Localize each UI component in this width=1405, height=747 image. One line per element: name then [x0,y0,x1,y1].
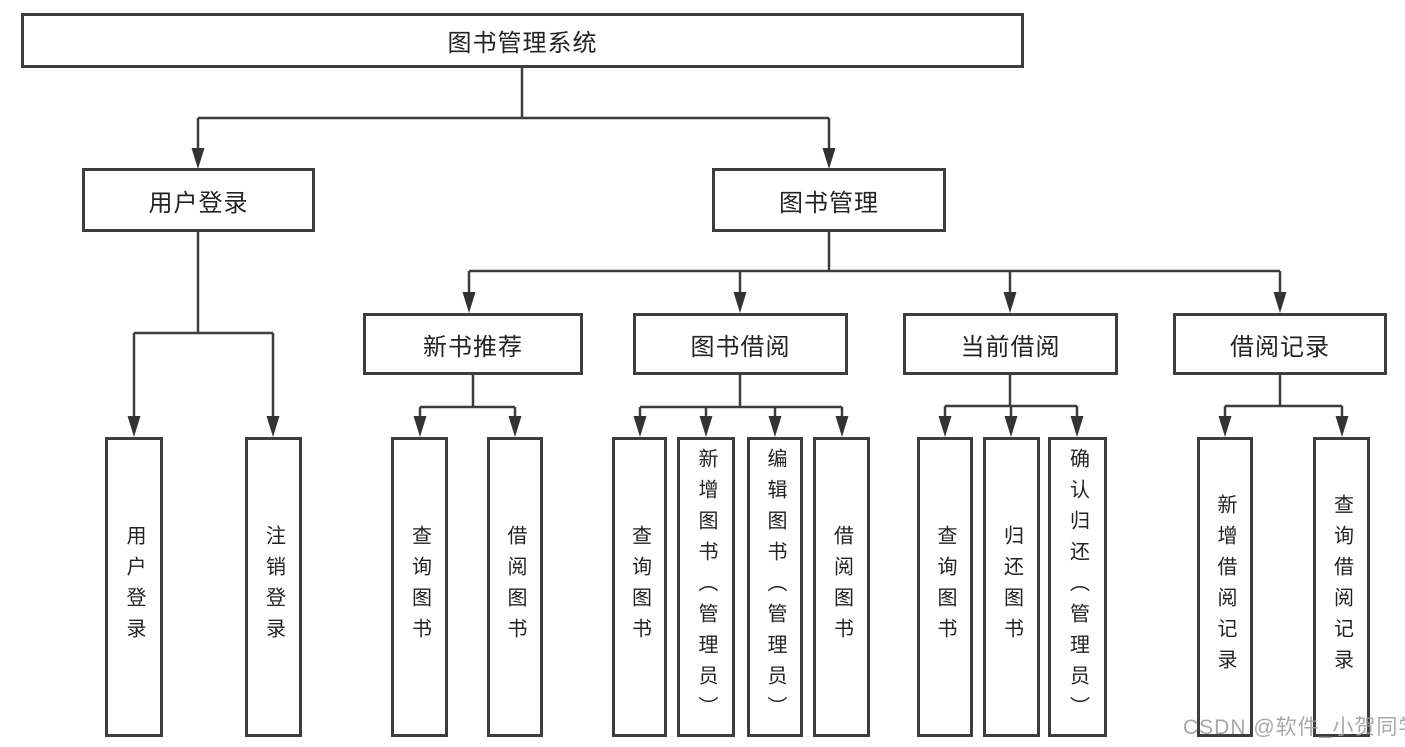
node-label: 图书管理 [779,189,879,217]
connector-book-borrow-branch [633,375,849,437]
node-label: 确认归还（管理员） [1066,447,1089,727]
connector-current-borrow-branch [938,375,1084,437]
leaf-add-borrow-record: 新增借阅记录 [1197,437,1253,737]
connector-new-book-branch [413,375,522,437]
leaf-query-book-current: 查询图书 [917,437,973,737]
node-label: 编辑图书（管理员） [764,447,786,727]
node-label: 注销登录 [262,525,285,649]
leaf-logout: 注销登录 [245,437,302,737]
leaf-borrow-book-recommend: 借阅图书 [487,437,543,737]
leaf-query-borrow-record: 查询借阅记录 [1313,437,1370,737]
node-user-login: 用户登录 [82,168,315,232]
leaf-borrow-book: 借阅图书 [813,437,870,737]
connector-borrow-records-branch [1218,375,1349,437]
leaf-edit-book-admin: 编辑图书（管理员） [747,437,803,737]
node-label: 归还图书 [1000,525,1023,649]
node-label: 查询图书 [408,525,431,649]
node-book-management: 图书管理 [712,168,946,232]
leaf-query-book-recommend: 查询图书 [391,437,448,737]
connector-book-mgmt-branch [462,232,1287,313]
connector-user-login-branch [127,232,280,437]
node-label: 图书管理系统 [447,30,598,57]
leaf-return-book: 归还图书 [983,437,1040,737]
node-label: 查询图书 [628,525,651,649]
node-label: 当前借阅 [960,333,1061,361]
leaf-confirm-return-admin: 确认归还（管理员） [1048,437,1107,737]
node-label: 借阅图书 [830,525,853,649]
node-label: 查询图书 [934,525,956,649]
leaf-add-book-admin: 新增图书（管理员） [677,437,735,737]
leaf-user-login: 用户登录 [105,437,163,737]
connector-root-to-level2 [191,68,836,169]
node-label: 借阅记录 [1230,333,1330,361]
node-label: 用户登录 [148,189,249,217]
node-label: 查询借阅记录 [1330,494,1353,680]
node-label: 新书推荐 [423,333,523,361]
node-label: 图书借阅 [690,333,791,361]
node-borrow-records: 借阅记录 [1173,313,1387,375]
node-label: 用户登录 [123,525,145,649]
node-root-system: 图书管理系统 [21,13,1024,68]
node-label: 新增图书（管理员） [695,447,717,727]
node-current-borrow: 当前借阅 [903,313,1118,375]
csdn-watermark: CSDN @软件_小贺同学 [1183,716,1405,739]
node-label: 新增借阅记录 [1214,494,1236,680]
node-label: 借阅图书 [504,525,526,649]
leaf-query-book-borrow: 查询图书 [612,437,667,737]
node-book-borrow: 图书借阅 [633,313,848,375]
node-new-book-recommend: 新书推荐 [363,313,583,375]
